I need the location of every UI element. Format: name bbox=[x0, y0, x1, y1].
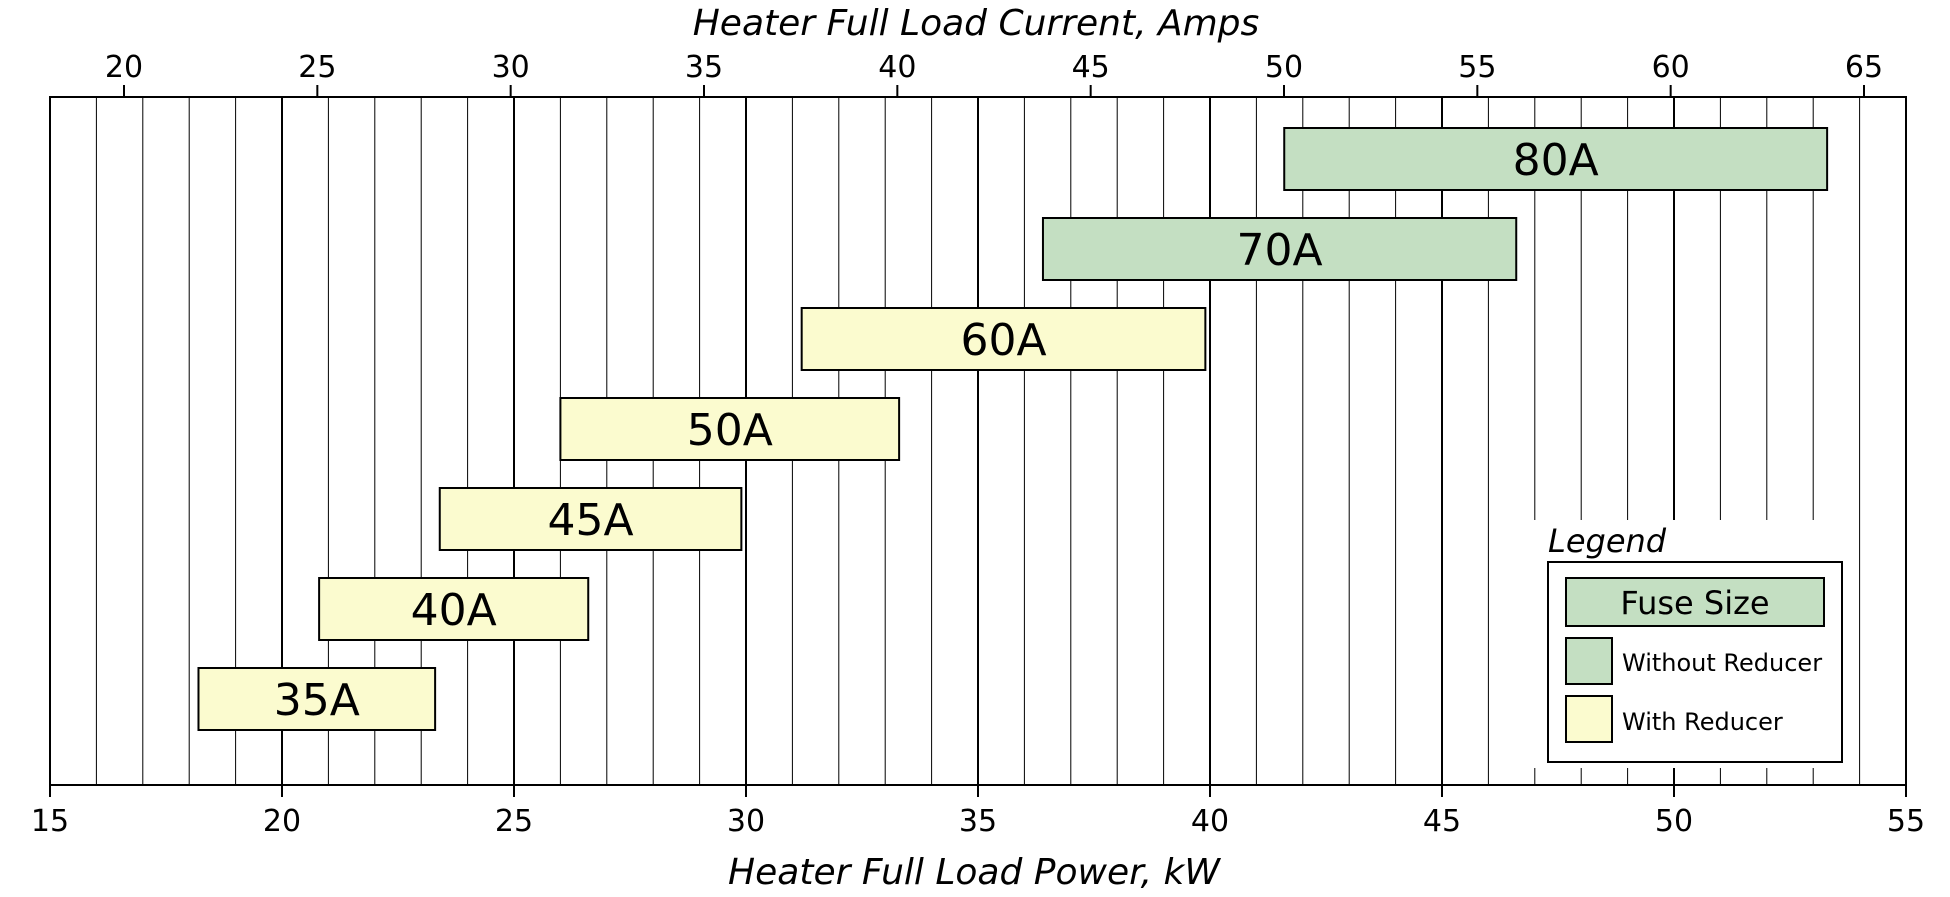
legend-swatch-without-reducer bbox=[1565, 637, 1613, 685]
bar-label: 50A bbox=[687, 405, 773, 456]
bottom-tick-label: 50 bbox=[1655, 804, 1693, 839]
bottom-tick-label: 30 bbox=[727, 804, 765, 839]
bottom-tick-label: 25 bbox=[495, 804, 533, 839]
top-tick-label: 40 bbox=[878, 50, 916, 85]
bar-label: 70A bbox=[1237, 225, 1323, 276]
bars: 80A 70A 60A 50A 45A 40A 35A bbox=[197, 127, 1829, 731]
legend-title: Legend bbox=[1548, 522, 1667, 560]
bar-70a bbox=[1041, 217, 1518, 281]
legend-label-with-reducer: With Reducer bbox=[1622, 708, 1783, 736]
bar-35a bbox=[197, 667, 437, 731]
top-tick-label: 30 bbox=[492, 50, 530, 85]
top-axis: 20 25 30 35 40 45 50 55 60 65 bbox=[105, 50, 1883, 97]
bar-40a bbox=[318, 577, 590, 641]
bottom-axis: 15 20 25 30 35 40 45 50 55 bbox=[31, 785, 1925, 839]
bar-60a bbox=[800, 307, 1207, 371]
bottom-tick-label: 55 bbox=[1887, 804, 1925, 839]
bar-label: 35A bbox=[274, 675, 360, 726]
bar-45a bbox=[438, 487, 743, 551]
top-axis-title: Heater Full Load Current, Amps bbox=[693, 3, 1260, 44]
top-tick-label: 60 bbox=[1652, 50, 1690, 85]
bottom-tick-label: 40 bbox=[1191, 804, 1229, 839]
bar-80a bbox=[1283, 127, 1829, 191]
bar-label: 40A bbox=[411, 585, 497, 636]
bottom-tick-label: 35 bbox=[959, 804, 997, 839]
top-tick-label: 20 bbox=[105, 50, 143, 85]
top-tick-label: 25 bbox=[298, 50, 336, 85]
bottom-axis-title: Heater Full Load Power, kW bbox=[728, 852, 1221, 893]
top-tick-label: 50 bbox=[1265, 50, 1303, 85]
top-tick-label: 65 bbox=[1845, 50, 1883, 85]
legend: Legend Fuse Size Without Reducer With Re… bbox=[1534, 520, 1846, 768]
bar-50a bbox=[559, 397, 901, 461]
legend-header-swatch bbox=[1565, 577, 1825, 627]
bar-label: 45A bbox=[548, 495, 634, 546]
legend-swatch-with-reducer bbox=[1565, 695, 1613, 743]
top-tick-label: 55 bbox=[1458, 50, 1496, 85]
legend-label-without-reducer: Without Reducer bbox=[1622, 649, 1822, 677]
bottom-tick-label: 20 bbox=[263, 804, 301, 839]
top-tick-label: 45 bbox=[1072, 50, 1110, 85]
legend-header-text: Fuse Size bbox=[1620, 584, 1769, 622]
bar-label: 80A bbox=[1513, 135, 1599, 186]
bar-label: 60A bbox=[960, 315, 1046, 366]
bottom-tick-label: 15 bbox=[31, 804, 69, 839]
bottom-tick-label: 45 bbox=[1423, 804, 1461, 839]
top-tick-label: 35 bbox=[685, 50, 723, 85]
